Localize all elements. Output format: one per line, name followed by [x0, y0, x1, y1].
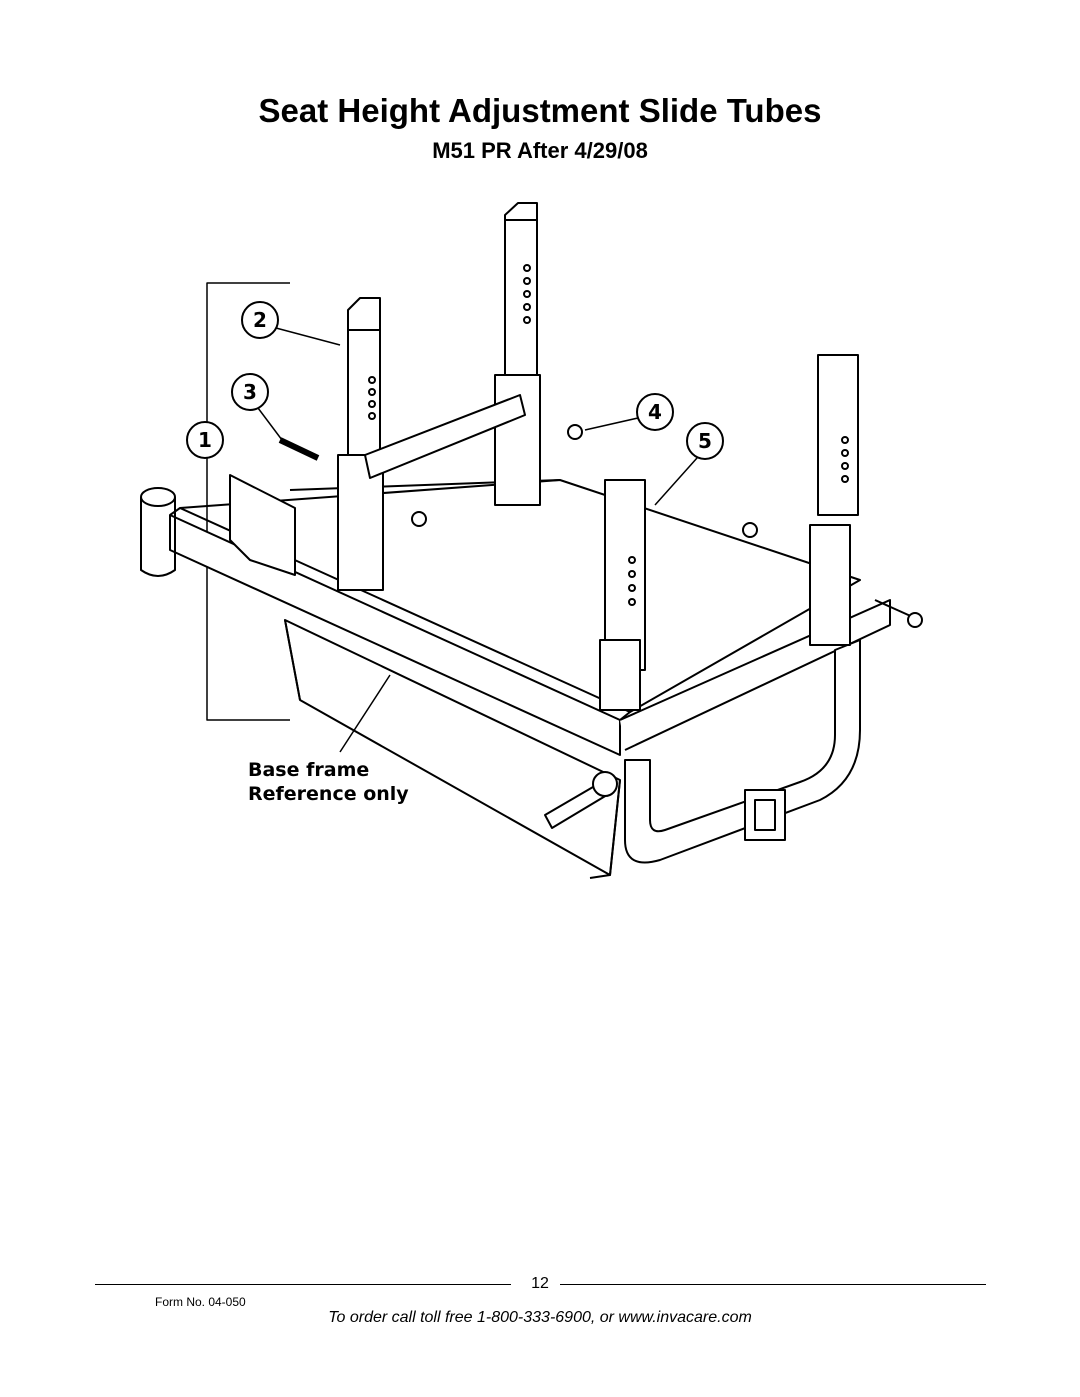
cross-bar: [364, 394, 526, 479]
callout-4: 4: [648, 400, 662, 424]
left-rail: [169, 514, 621, 756]
form-number: Form No. 04-050: [155, 1295, 246, 1309]
callout-1: 1: [198, 428, 212, 452]
callout-5: 5: [698, 429, 712, 453]
callout-3: 3: [243, 380, 257, 404]
reference-only-label: Reference only: [248, 783, 409, 805]
footer-divider-right: [560, 1284, 986, 1285]
page-title: Seat Height Adjustment Slide Tubes: [258, 92, 822, 129]
callout-2: 2: [253, 308, 267, 332]
footer-divider-left: [95, 1284, 511, 1285]
nut: [567, 424, 583, 440]
page-number: 12: [531, 1275, 549, 1292]
slide-tube-center: [599, 479, 646, 711]
order-info: To order call toll free 1-800-333-6900, …: [328, 1309, 752, 1326]
left-post-cap: [140, 487, 176, 507]
seat-frame-diagram: 2 3 1 4 5 Base frame Reference only: [140, 202, 923, 879]
side-plate: [229, 474, 296, 576]
slide-tube-front-left: [337, 297, 384, 591]
page-subtitle: M51 PR After 4/29/08: [432, 138, 648, 163]
base-frame-label: Base frame: [248, 759, 369, 781]
slide-tube-right: [809, 354, 859, 646]
bolt: [278, 437, 320, 461]
slide-tube-back-center: [494, 202, 541, 506]
hitch: [744, 789, 786, 841]
